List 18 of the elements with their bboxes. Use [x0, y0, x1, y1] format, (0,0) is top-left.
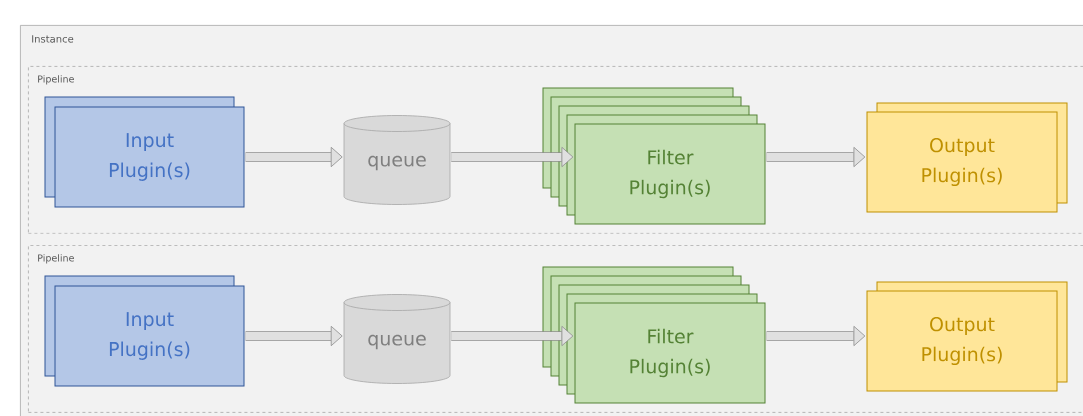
- block-arrow: [766, 325, 866, 347]
- pipeline-heading: Pipeline: [38, 254, 74, 264]
- block-arrow: [451, 146, 574, 168]
- block-arrow: [451, 325, 574, 347]
- block-arrow: [766, 146, 866, 168]
- panel-heading: Instance: [32, 35, 74, 43]
- plugin-stack: Output Plugin(s): [866, 102, 1068, 213]
- plugin-stack: Input Plugin(s): [44, 96, 245, 208]
- plugin-stack: Filter Plugin(s): [542, 266, 766, 404]
- plugin-stack: Output Plugin(s): [866, 281, 1068, 392]
- plugin-stack: Filter Plugin(s): [542, 87, 766, 225]
- queue-cylinder: queue: [343, 294, 451, 384]
- queue-cylinder: queue: [343, 115, 451, 205]
- block-arrow: [245, 146, 343, 168]
- pipeline-box: [28, 245, 1083, 413]
- plugin-stack: Input Plugin(s): [44, 275, 245, 387]
- pipeline-heading: Pipeline: [38, 75, 74, 85]
- block-arrow: [245, 325, 343, 347]
